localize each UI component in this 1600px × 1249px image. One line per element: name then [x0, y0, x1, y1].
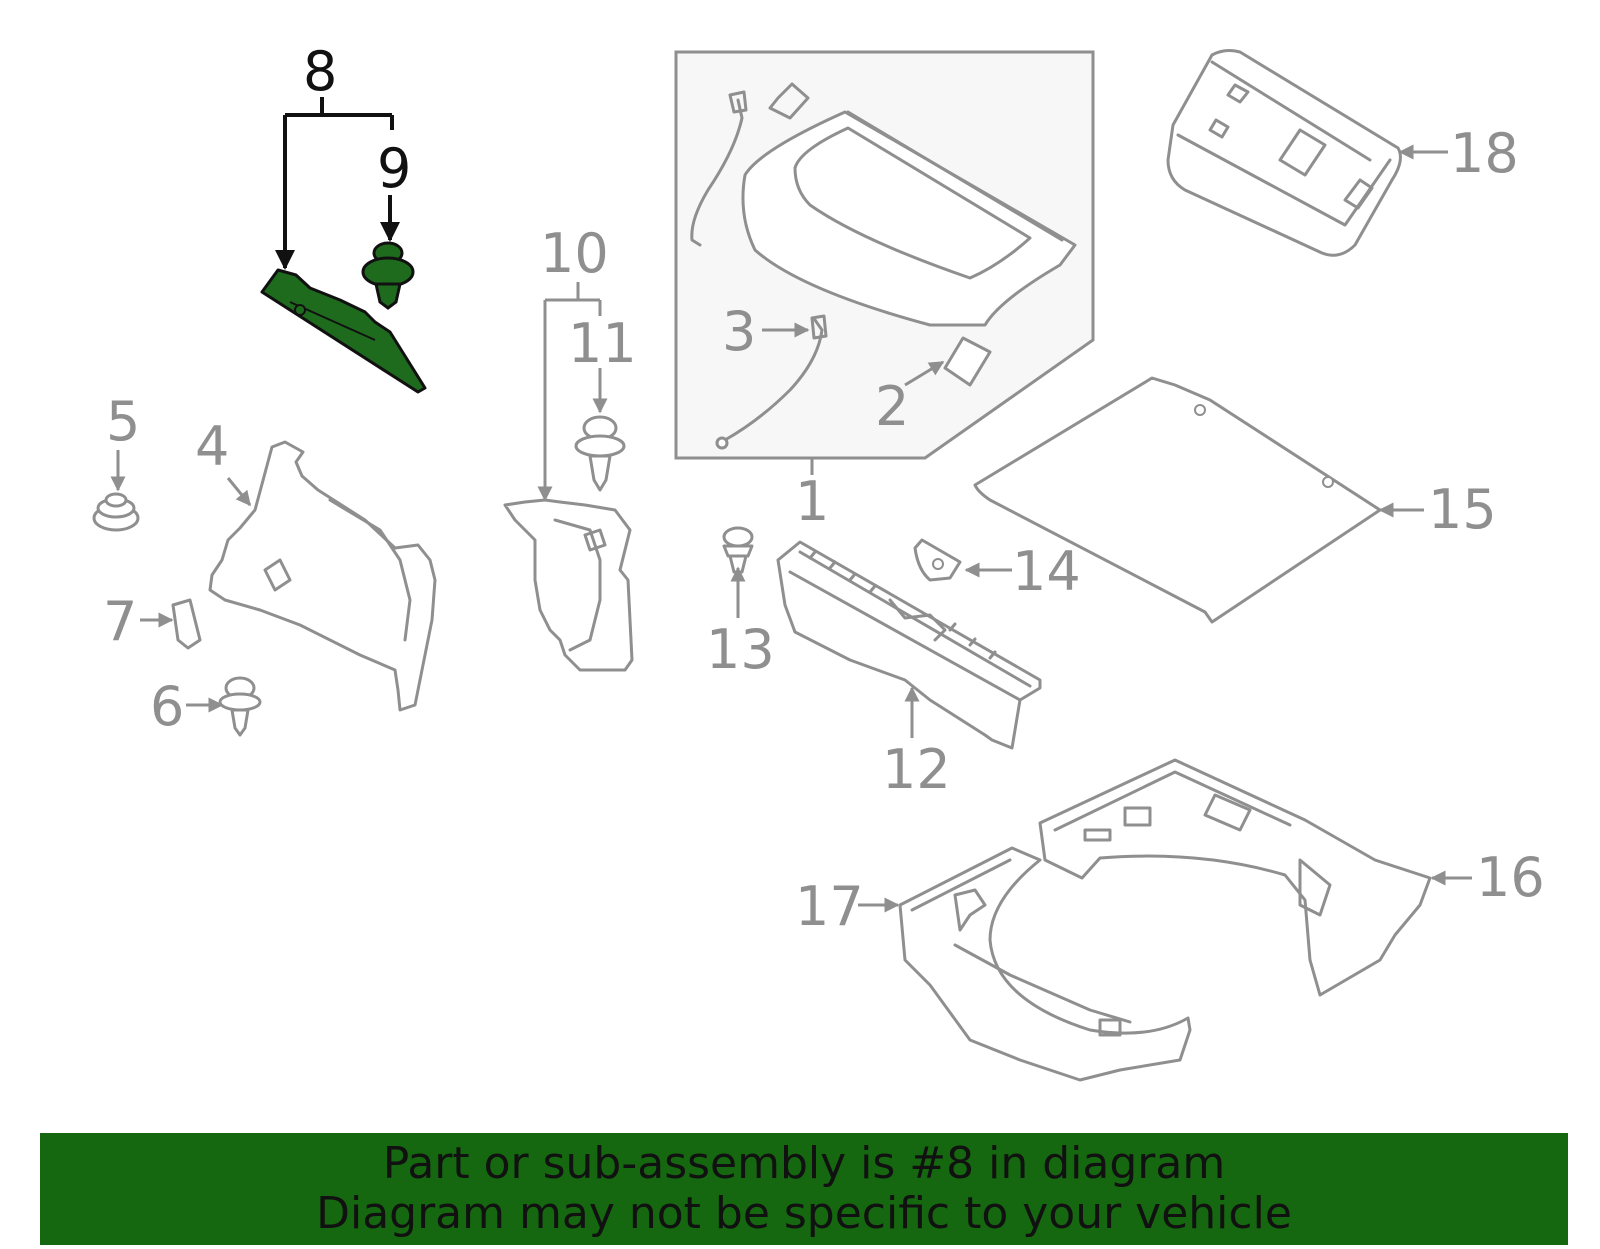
trunk-sill-plate-part-12	[776, 540, 1042, 750]
highlighted-trim-strip-part-8	[260, 268, 427, 394]
tray-strap-upper	[690, 82, 810, 247]
highlighted-clip-part-9	[361, 241, 415, 310]
callout-4: 4	[195, 415, 229, 478]
callout-numbers: 1 2 3 4 5 6 7 8 9 10 11 12 13 14 15 16 1…	[103, 40, 1545, 938]
banner-line-2: Diagram may not be specific to your vehi…	[316, 1188, 1292, 1239]
callout-17: 17	[795, 875, 864, 938]
callout-9: 9	[377, 137, 411, 200]
cargo-box-part-18	[1166, 49, 1402, 257]
callout-16: 16	[1476, 846, 1545, 909]
callout-6: 6	[150, 675, 184, 738]
grommet-part-5	[92, 492, 140, 532]
push-clip-part-6	[218, 676, 262, 737]
callout-15: 15	[1428, 478, 1497, 541]
callout-11: 11	[568, 312, 637, 375]
trunk-storage-tray-part-16	[1038, 758, 1432, 997]
callout-13: 13	[706, 618, 775, 681]
callout-2: 2	[875, 375, 909, 438]
tray-label-part-2	[943, 336, 992, 387]
tray-strap-lower	[715, 314, 828, 450]
callout-3: 3	[722, 300, 756, 363]
callout-8: 8	[303, 40, 337, 103]
side-trim-panel-part-4	[208, 440, 437, 712]
trunk-floor-mat-part-15	[973, 376, 1382, 624]
leader-lines	[110, 97, 1472, 913]
callout-12: 12	[882, 738, 951, 801]
callout-7: 7	[103, 590, 137, 653]
trunk-storage-tray-part-17	[898, 846, 1192, 1082]
push-clip-part-13	[722, 526, 754, 574]
cover-cap-part-14	[913, 538, 962, 582]
push-clip-part-11	[574, 415, 626, 492]
info-banner: Part or sub-assembly is #8 in diagram Di…	[40, 1133, 1568, 1245]
quarter-trim-part-10	[503, 498, 634, 672]
callout-18: 18	[1450, 122, 1519, 185]
callout-14: 14	[1012, 540, 1081, 603]
callout-5: 5	[106, 390, 140, 453]
banner-line-1: Part or sub-assembly is #8 in diagram	[382, 1138, 1226, 1189]
package-tray-shelf	[741, 110, 1077, 327]
callout-1: 1	[795, 470, 829, 533]
pad-part-7	[171, 598, 202, 650]
callout-10: 10	[540, 222, 609, 285]
